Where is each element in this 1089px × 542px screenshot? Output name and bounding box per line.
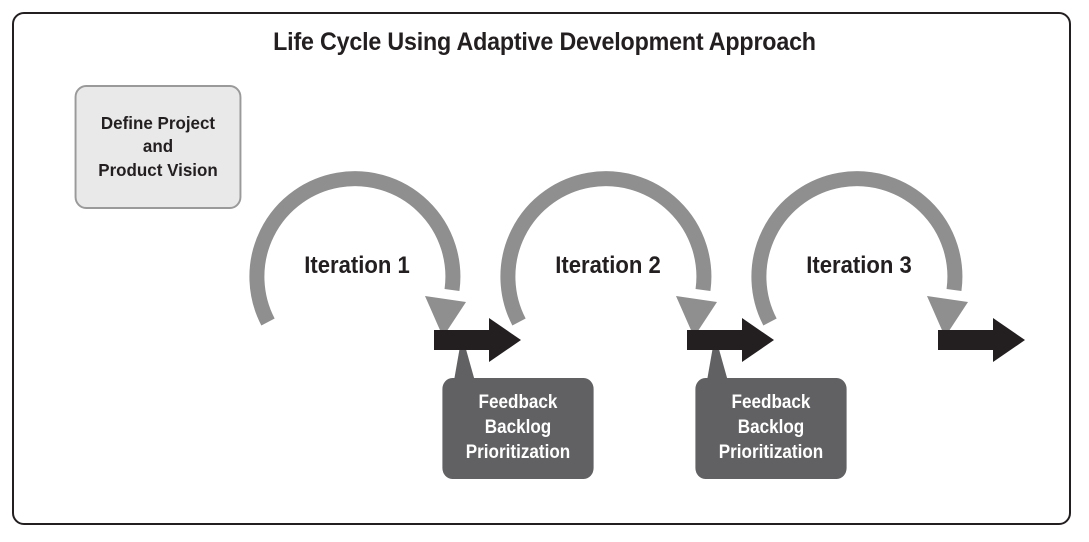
define-project-line-2: and — [142, 136, 174, 157]
progress-arrow-1 — [434, 318, 521, 362]
iteration-label-1: Iteration 1 — [304, 252, 410, 279]
progress-arrow-3 — [938, 318, 1025, 362]
define-project-box: Define Project and Product Vision — [74, 85, 242, 209]
feedback-callout-tail-2 — [705, 335, 731, 392]
feedback-box-1-line-3: Prioritization — [465, 441, 571, 463]
progress-arrow-2 — [687, 318, 774, 362]
feedback-box-1-line-1: Feedback — [478, 392, 558, 414]
cycle-arrow-iteration-1 — [249, 171, 466, 337]
feedback-box-1: Feedback Backlog Prioritization — [442, 378, 594, 479]
cycle-arrow-iteration-3 — [751, 171, 968, 337]
feedback-box-1-line-2: Backlog — [484, 417, 552, 439]
iteration-label-2: Iteration 2 — [555, 252, 661, 279]
feedback-box-2-line-2: Backlog — [737, 417, 805, 439]
feedback-box-2: Feedback Backlog Prioritization — [695, 378, 847, 479]
define-project-line-1: Define Project — [100, 112, 216, 133]
feedback-box-2-line-3: Prioritization — [718, 441, 824, 463]
page-title: Life Cycle Using Adaptive Development Ap… — [273, 28, 816, 56]
cycle-arrow-iteration-2 — [500, 171, 717, 337]
iteration-label-3: Iteration 3 — [806, 252, 912, 279]
feedback-callout-tail-1 — [452, 335, 478, 392]
define-project-line-3: Product Vision — [98, 159, 218, 180]
feedback-box-2-line-1: Feedback — [731, 392, 811, 414]
